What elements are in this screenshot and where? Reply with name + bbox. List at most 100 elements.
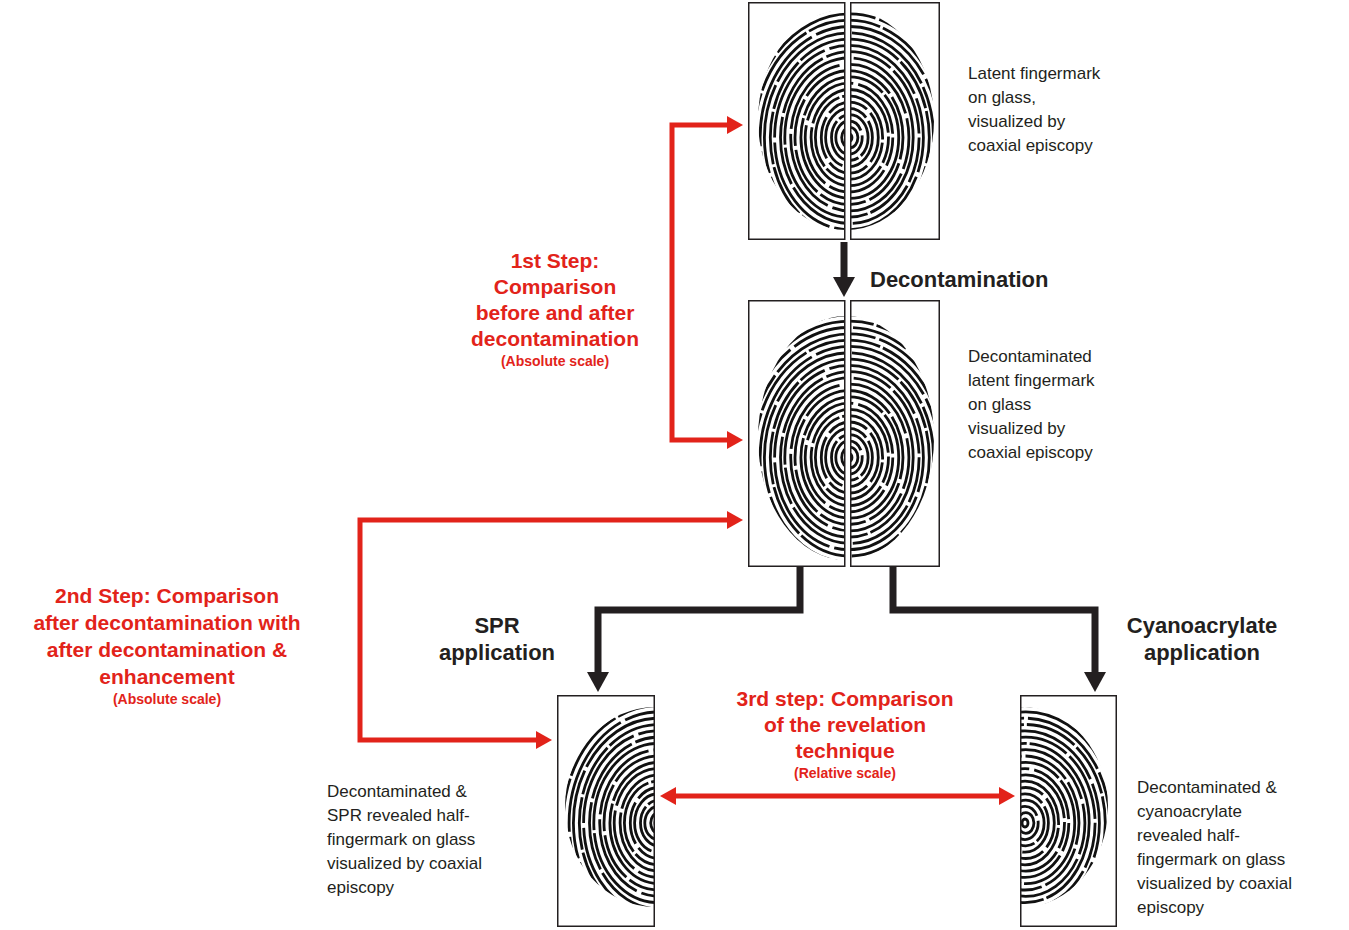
- ridge-line: [748, 2, 940, 240]
- panel-caption: Decontaminated latent fingermark on glas…: [968, 345, 1104, 465]
- fingermark-panel: Decontaminated & cyanoacrylate revealed …: [1020, 695, 1117, 927]
- ridge-line: [641, 800, 656, 846]
- ridge-line: [748, 2, 940, 240]
- ridge-line: [1020, 712, 1116, 927]
- ridge-line: [748, 300, 940, 567]
- ridge-line: [645, 806, 655, 839]
- ridge-line: [748, 2, 940, 240]
- panel-gap: [845, 2, 850, 240]
- ridge-line: [1020, 695, 1117, 927]
- ridge-line: [748, 300, 940, 567]
- comparison-arrow: [676, 794, 999, 799]
- ridge-line: [748, 300, 940, 567]
- ridge-line: [557, 695, 655, 927]
- ridge-line: [748, 300, 940, 567]
- ridge-line: [748, 2, 940, 240]
- panel-caption: Decontaminated & SPR revealed half-finge…: [327, 780, 487, 900]
- fingerprint: [557, 695, 655, 927]
- ridge-line: [557, 695, 655, 927]
- ridge-line: [748, 300, 940, 567]
- ridge-line: [1020, 800, 1044, 846]
- panel-caption: Latent fingermark on glass, visualized b…: [968, 62, 1108, 158]
- ridge-line: [748, 300, 940, 567]
- ridge-line: [557, 695, 655, 927]
- ridge-line: [590, 737, 656, 909]
- ridge-line: [1020, 788, 1054, 859]
- ridge-line: [573, 718, 655, 927]
- comparison-arrow: [672, 125, 727, 440]
- ridge-line: [748, 2, 940, 240]
- ridge-line: [1020, 706, 1117, 927]
- panel-gap: [845, 300, 850, 567]
- ridge-line: [1020, 695, 1117, 927]
- ridge-line: [579, 725, 655, 922]
- process-label: Cyanoacrylate application: [1102, 612, 1302, 666]
- process-label: Decontamination: [870, 266, 1100, 293]
- scale-note: (Absolute scale): [31, 691, 303, 708]
- panel-caption: Decontaminated & cyanoacrylate revealed …: [1137, 776, 1297, 920]
- ridge-line: [1020, 781, 1059, 865]
- ridge-line: [1020, 695, 1117, 927]
- ridge-line: [557, 695, 655, 927]
- ridge-line: [748, 2, 940, 240]
- ridge-line: [1020, 794, 1048, 852]
- ridge-line: [748, 2, 940, 240]
- fingermark-image: [748, 2, 940, 240]
- panel-outline: [749, 301, 845, 567]
- ridge-line: [1022, 819, 1028, 827]
- fingerprint: [748, 300, 940, 567]
- fingermark-image: [1020, 695, 1117, 927]
- ridge-line: [620, 775, 655, 871]
- panel-outline: [558, 696, 655, 927]
- ridge-line: [1020, 695, 1117, 927]
- fingermark-panel: Decontaminated latent fingermark on glas…: [748, 300, 940, 567]
- ridge-line: [748, 2, 940, 240]
- ridge-line: [1020, 695, 1117, 927]
- ridge-line: [1020, 695, 1117, 927]
- ridge-line: [748, 2, 940, 240]
- ridge-line: [748, 2, 940, 240]
- ridge-line: [748, 300, 940, 567]
- ridge-line: [1020, 695, 1117, 927]
- ridge-line: [557, 695, 655, 927]
- ridge-line: [1020, 813, 1034, 834]
- ridge-line: [557, 695, 655, 927]
- ridge-line: [559, 699, 655, 927]
- ridge-line: [1020, 699, 1117, 927]
- ridge-line: [748, 2, 940, 240]
- fingermark-image: [557, 695, 655, 927]
- panel-outline: [1021, 696, 1117, 927]
- ridge-line: [557, 695, 655, 927]
- ridge-line: [1020, 695, 1117, 927]
- panel-outline: [851, 3, 940, 240]
- ridge-line: [748, 2, 940, 240]
- ridge-line: [748, 300, 940, 567]
- ridge-line: [748, 300, 940, 567]
- ridge-line: [1020, 725, 1105, 922]
- ridge-line: [748, 2, 940, 240]
- ridge-line: [1020, 695, 1117, 927]
- fingermark-panel: Decontaminated & SPR revealed half-finge…: [557, 695, 655, 927]
- ridge-line: [1020, 695, 1117, 927]
- ridge-line: [748, 300, 940, 567]
- ridge-line: [557, 695, 655, 927]
- ridge-line: [557, 695, 655, 927]
- ridge-line: [1020, 695, 1117, 927]
- ridge-line: [748, 300, 940, 567]
- ridge-line: [557, 695, 655, 927]
- ridge-line: [1020, 695, 1117, 927]
- panel-outline: [749, 3, 845, 240]
- ridge-line: [1020, 737, 1095, 909]
- flow-arrow: [598, 567, 800, 672]
- ridge-line: [748, 2, 940, 240]
- ridge-line: [748, 2, 940, 240]
- process-label: SPR application: [418, 612, 576, 666]
- ridge-line: [563, 706, 655, 927]
- ridge-line: [1020, 718, 1110, 927]
- ridge-line: [1020, 695, 1117, 927]
- flow-arrow: [893, 567, 1095, 672]
- ridge-line: [604, 756, 655, 890]
- step-label: 1st Step: Comparison before and after de…: [464, 248, 646, 352]
- ridge-line: [569, 712, 655, 927]
